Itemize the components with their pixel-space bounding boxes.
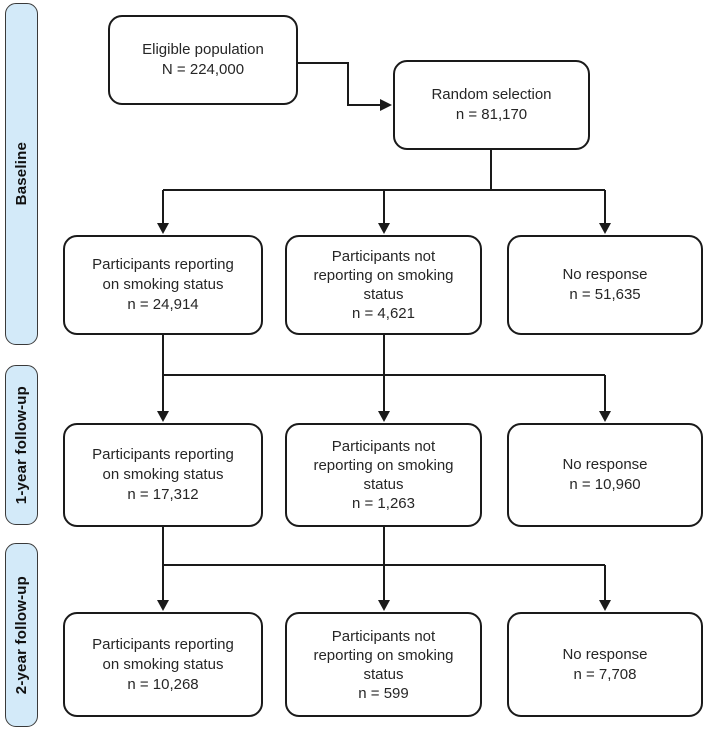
box-eligible-population-line: Eligible population xyxy=(142,41,264,58)
box-line: No response xyxy=(562,645,648,663)
box-2year-reporting: Participants reporting on smoking status… xyxy=(63,612,263,717)
box-line: No response xyxy=(562,266,648,283)
box-line: status xyxy=(363,665,404,683)
box-eligible-population: Eligible population N = 224,000 xyxy=(108,15,298,105)
arrowhead-down-baseline-mid xyxy=(378,223,390,234)
box-count: n = 7,708 xyxy=(573,665,637,683)
box-line: status xyxy=(363,476,404,493)
box-line: Participants reporting xyxy=(92,446,234,463)
box-count: n = 1,263 xyxy=(352,495,415,512)
arrowhead-down-1year-right xyxy=(599,411,611,422)
box-line: Participants not xyxy=(331,248,436,265)
box-baseline-not-reporting: Participants not reporting on smoking st… xyxy=(285,235,482,335)
box-eligible-population-count: N = 224,000 xyxy=(161,61,245,78)
box-baseline-no-response: No response n = 51,635 xyxy=(507,235,703,335)
box-random-selection: Random selection n = 81,170 xyxy=(393,60,590,150)
box-random-selection-count: n = 81,170 xyxy=(455,106,528,123)
box-line: reporting on smoking xyxy=(313,457,454,474)
box-line: Participants reporting xyxy=(92,256,234,273)
arrowhead-down-2year-left xyxy=(157,600,169,611)
box-count: n = 24,914 xyxy=(127,296,199,313)
box-count: n = 4,621 xyxy=(352,305,415,322)
stage-label-baseline-text: Baseline xyxy=(13,142,30,206)
box-line: status xyxy=(363,286,404,303)
arrowhead-down-baseline-left xyxy=(157,223,169,234)
arrowhead-down-1year-mid xyxy=(378,411,390,422)
box-count: n = 17,312 xyxy=(127,486,199,503)
box-2year-not-reporting: Participants not reporting on smoking st… xyxy=(285,612,482,717)
box-1year-not-reporting: Participants not reporting on smoking st… xyxy=(285,423,482,527)
box-line: Participants not xyxy=(331,627,436,645)
stage-label-1-year-follow-up-text: 1-year follow-up xyxy=(13,385,30,505)
box-line: Participants reporting xyxy=(92,635,234,653)
arrowhead-down-2year-right xyxy=(599,600,611,611)
stage-label-1-year-follow-up: 1-year follow-up xyxy=(5,365,38,525)
box-count: n = 10,268 xyxy=(127,675,199,693)
arrowhead-down-2year-mid xyxy=(378,600,390,611)
box-line: on smoking status xyxy=(102,276,224,293)
box-1year-no-response: No response n = 10,960 xyxy=(507,423,703,527)
box-baseline-reporting: Participants reporting on smoking status… xyxy=(63,235,263,335)
box-count: n = 599 xyxy=(358,684,409,702)
connector-eligible-to-random xyxy=(298,62,381,106)
box-line: Participants not xyxy=(331,438,436,455)
stage-label-baseline: Baseline xyxy=(5,3,38,345)
arrowhead-right-random xyxy=(380,99,392,111)
box-line: reporting on smoking xyxy=(313,646,454,664)
box-line: reporting on smoking xyxy=(313,267,454,284)
box-line: on smoking status xyxy=(102,466,224,483)
stage-label-2-year-follow-up: 2-year follow-up xyxy=(5,543,38,727)
box-1year-reporting: Participants reporting on smoking status… xyxy=(63,423,263,527)
box-line: on smoking status xyxy=(102,655,224,673)
box-count: n = 10,960 xyxy=(569,476,641,493)
arrowhead-down-1year-left xyxy=(157,411,169,422)
box-2year-no-response: No response n = 7,708 xyxy=(507,612,703,717)
box-count: n = 51,635 xyxy=(569,286,641,303)
box-line: No response xyxy=(562,456,648,473)
box-random-selection-line: Random selection xyxy=(431,86,552,103)
arrowhead-down-baseline-right xyxy=(599,223,611,234)
stage-label-2-year-follow-up-text: 2-year follow-up xyxy=(13,575,30,695)
